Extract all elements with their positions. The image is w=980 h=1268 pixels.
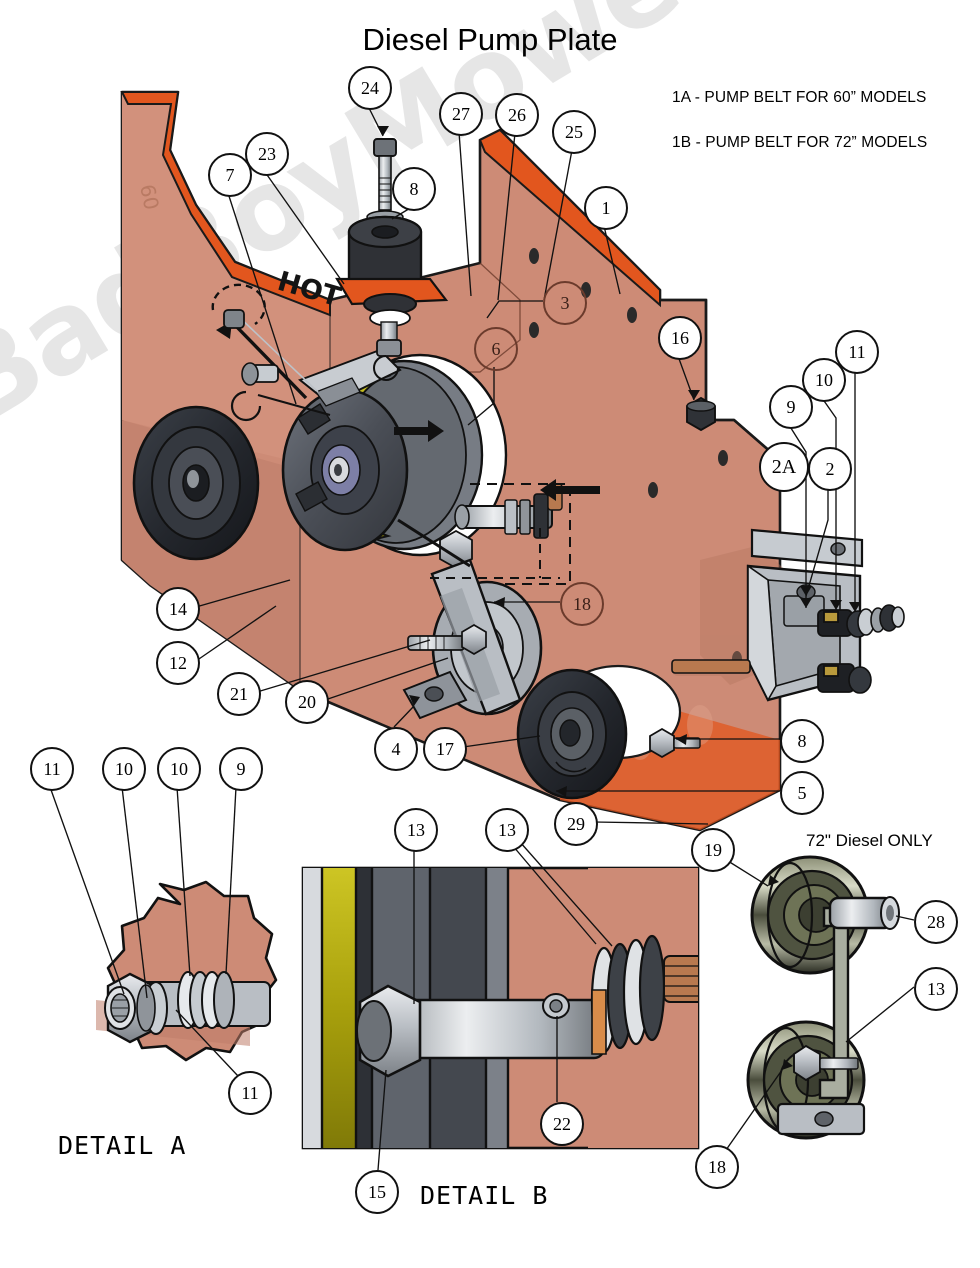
pump-shaft-coupler	[439, 479, 600, 585]
detail-b-label: DETAIL B	[420, 1181, 549, 1210]
callout-d-13[interactable]: 13	[914, 967, 958, 1011]
callout-21[interactable]: 21	[217, 672, 261, 716]
callout-29[interactable]: 29	[554, 802, 598, 846]
callout-20[interactable]: 20	[285, 680, 329, 724]
callout-19[interactable]: 19	[691, 828, 735, 872]
callout-a-10-b[interactable]: 10	[157, 747, 201, 791]
callout-d-28[interactable]: 28	[914, 900, 958, 944]
svg-text:60: 60	[135, 182, 164, 212]
detail-a-illustration	[96, 880, 278, 1062]
callout-a-11[interactable]: 11	[30, 747, 74, 791]
callout-14[interactable]: 14	[156, 587, 200, 631]
leader-arrowheads	[377, 126, 861, 1070]
callout-9-right[interactable]: 9	[769, 385, 813, 429]
callout-2[interactable]: 2	[808, 447, 852, 491]
callout-d-18[interactable]: 18	[695, 1145, 739, 1189]
callout-8-top[interactable]: 8	[392, 167, 436, 211]
note-belt-72: 1B - PUMP BELT FOR 72” MODELS	[672, 134, 928, 151]
callout-17[interactable]: 17	[423, 727, 467, 771]
isolator-bolt-stack	[335, 138, 449, 381]
diesel-72-idler-illustration	[746, 855, 900, 1140]
note-belt-60: 1A - PUMP BELT FOR 60” MODELS	[672, 89, 927, 106]
callout-11-right[interactable]: 11	[835, 330, 879, 374]
callout-23[interactable]: 23	[245, 132, 289, 176]
detail-b-illustration	[301, 866, 700, 1150]
callout-3[interactable]: 3	[543, 281, 587, 325]
callout-25[interactable]: 25	[552, 110, 596, 154]
idler-pulley-arm	[397, 518, 560, 720]
callout-6[interactable]: 6	[474, 327, 518, 371]
leader-lines	[49, 105, 915, 1171]
diesel-72-only-label: 72" Diesel ONLY	[806, 831, 933, 850]
lower-black-pulley	[516, 668, 628, 800]
belt-tension-linkage	[211, 283, 331, 422]
callout-b-13-b[interactable]: 13	[485, 808, 529, 852]
plate-edge-nut-16	[686, 396, 716, 432]
callout-12[interactable]: 12	[156, 641, 200, 685]
callout-27[interactable]: 27	[439, 92, 483, 136]
detail-a-label: DETAIL A	[58, 1131, 187, 1160]
callout-7[interactable]: 7	[208, 153, 252, 197]
callout-24[interactable]: 24	[348, 66, 392, 110]
callout-1[interactable]: 1	[584, 186, 628, 230]
callout-18-main[interactable]: 18	[560, 582, 604, 626]
callout-a-10-a[interactable]: 10	[102, 747, 146, 791]
callout-b-15[interactable]: 15	[355, 1170, 399, 1214]
page-title: Diesel Pump Plate	[362, 22, 618, 57]
callout-8-bottom[interactable]: 8	[780, 719, 824, 763]
callout-4[interactable]: 4	[374, 727, 418, 771]
callout-b-22[interactable]: 22	[540, 1102, 584, 1146]
callout-26[interactable]: 26	[495, 93, 539, 137]
callout-5[interactable]: 5	[780, 771, 824, 815]
callout-2a[interactable]: 2A	[759, 442, 809, 492]
hydraulic-pump-assembly	[671, 528, 905, 702]
callout-b-13-a[interactable]: 13	[394, 808, 438, 852]
callout-a-11-b[interactable]: 11	[228, 1071, 272, 1115]
callout-a-9[interactable]: 9	[219, 747, 263, 791]
callout-16[interactable]: 16	[658, 316, 702, 360]
left-drive-pulley	[132, 405, 260, 561]
